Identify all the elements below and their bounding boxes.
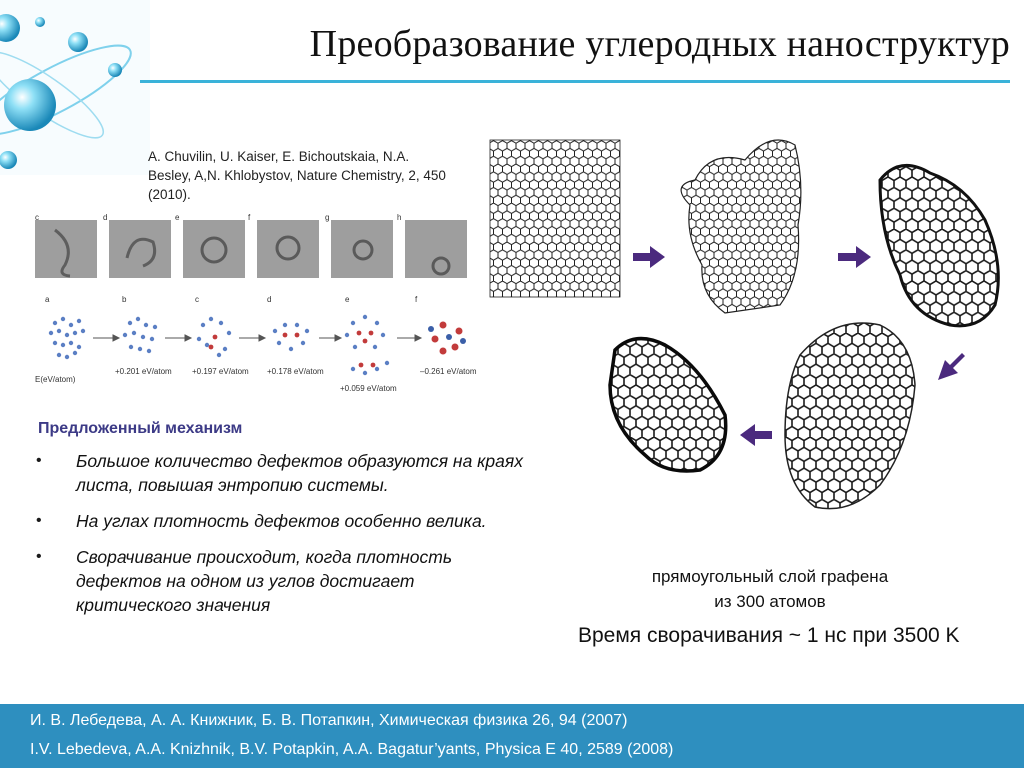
references-footer: И. В. Лебедева, А. А. Книжник, Б. В. Пот… xyxy=(0,704,1024,768)
list-item: • Большое количество дефектов образуются… xyxy=(34,449,534,497)
schematic-label: f xyxy=(415,295,418,304)
mechanism-list: • Большое количество дефектов образуются… xyxy=(34,449,534,629)
figure-caption: прямоугольный слой графена из 300 атомов xyxy=(651,567,889,611)
bullet-text: Сворачивание происходит, когда плотность… xyxy=(76,547,453,615)
micrograph-label: h xyxy=(397,213,402,222)
micrograph-frame xyxy=(35,220,97,278)
micrograph-label: c xyxy=(35,213,39,222)
micrograph-label: g xyxy=(325,213,330,222)
energy-value: +0.178 eV/atom xyxy=(267,367,324,376)
energy-value: +0.201 eV/atom xyxy=(115,367,172,376)
arrow-down-left-icon xyxy=(938,353,965,380)
graphene-folding-sequence xyxy=(489,139,1000,510)
micrograph-frame xyxy=(109,220,171,278)
arrow-right-icon xyxy=(838,246,871,268)
arrow-right-icon xyxy=(633,246,665,268)
graphene-folded xyxy=(784,322,916,510)
bullet-icon: • xyxy=(36,452,42,469)
micrograph-frame xyxy=(331,220,393,278)
bullet-icon: • xyxy=(36,512,42,529)
schematic-label: a xyxy=(45,295,50,304)
arrow-left-icon xyxy=(740,424,772,446)
micrograph-strip: c d e f g h xyxy=(35,213,470,280)
schematic-label: b xyxy=(122,295,127,304)
carbon-nanostructure xyxy=(608,336,728,473)
reference-russian: И. В. Лебедева, А. А. Книжник, Б. В. Пот… xyxy=(30,712,628,729)
micrograph-frame xyxy=(405,220,467,278)
micrograph-label: d xyxy=(103,213,108,222)
schematic-label: e xyxy=(345,295,350,304)
graphene-sheet xyxy=(489,139,621,298)
micrograph-label: e xyxy=(175,213,180,222)
mechanism-heading: Предложенный механизм xyxy=(38,420,243,437)
folding-time: Время сворачивания ~ 1 нс при 3500 K xyxy=(578,624,960,647)
bullet-text: На углах плотность дефектов особенно вел… xyxy=(76,511,487,531)
page-title: Преобразование углеродных наноструктур xyxy=(309,23,1010,65)
bullet-text: Большое количество дефектов образуются н… xyxy=(76,451,523,495)
micrograph-frame xyxy=(183,220,245,278)
folding-schematic: a b c d e f xyxy=(35,295,477,395)
bullet-icon: • xyxy=(36,548,42,565)
citation: A. Chuvilin, U. Kaiser, E. Bichoutskaia,… xyxy=(148,149,446,202)
schematic-label: d xyxy=(267,295,272,304)
schematic-drawing xyxy=(48,314,466,376)
micrograph-frame xyxy=(257,220,319,278)
energy-value: +0.059 eV/atom xyxy=(340,384,397,393)
micrograph-label: f xyxy=(248,213,251,222)
molecule-decoration xyxy=(0,0,150,175)
energy-value: –0.261 eV/atom xyxy=(420,367,477,376)
energy-value: +0.197 eV/atom xyxy=(192,367,249,376)
graphene-crumpling xyxy=(680,139,802,314)
list-item: • Сворачивание происходит, когда плотнос… xyxy=(34,545,534,617)
schematic-label: c xyxy=(195,295,199,304)
energy-axis-label: E(eV/atom) xyxy=(35,375,76,384)
graphene-crumpled xyxy=(878,164,1000,328)
title-divider xyxy=(140,80,1010,83)
reference-english: I.V. Lebedeva, A.A. Knizhnik, B.V. Potap… xyxy=(30,741,674,758)
list-item: • На углах плотность дефектов особенно в… xyxy=(34,509,534,533)
